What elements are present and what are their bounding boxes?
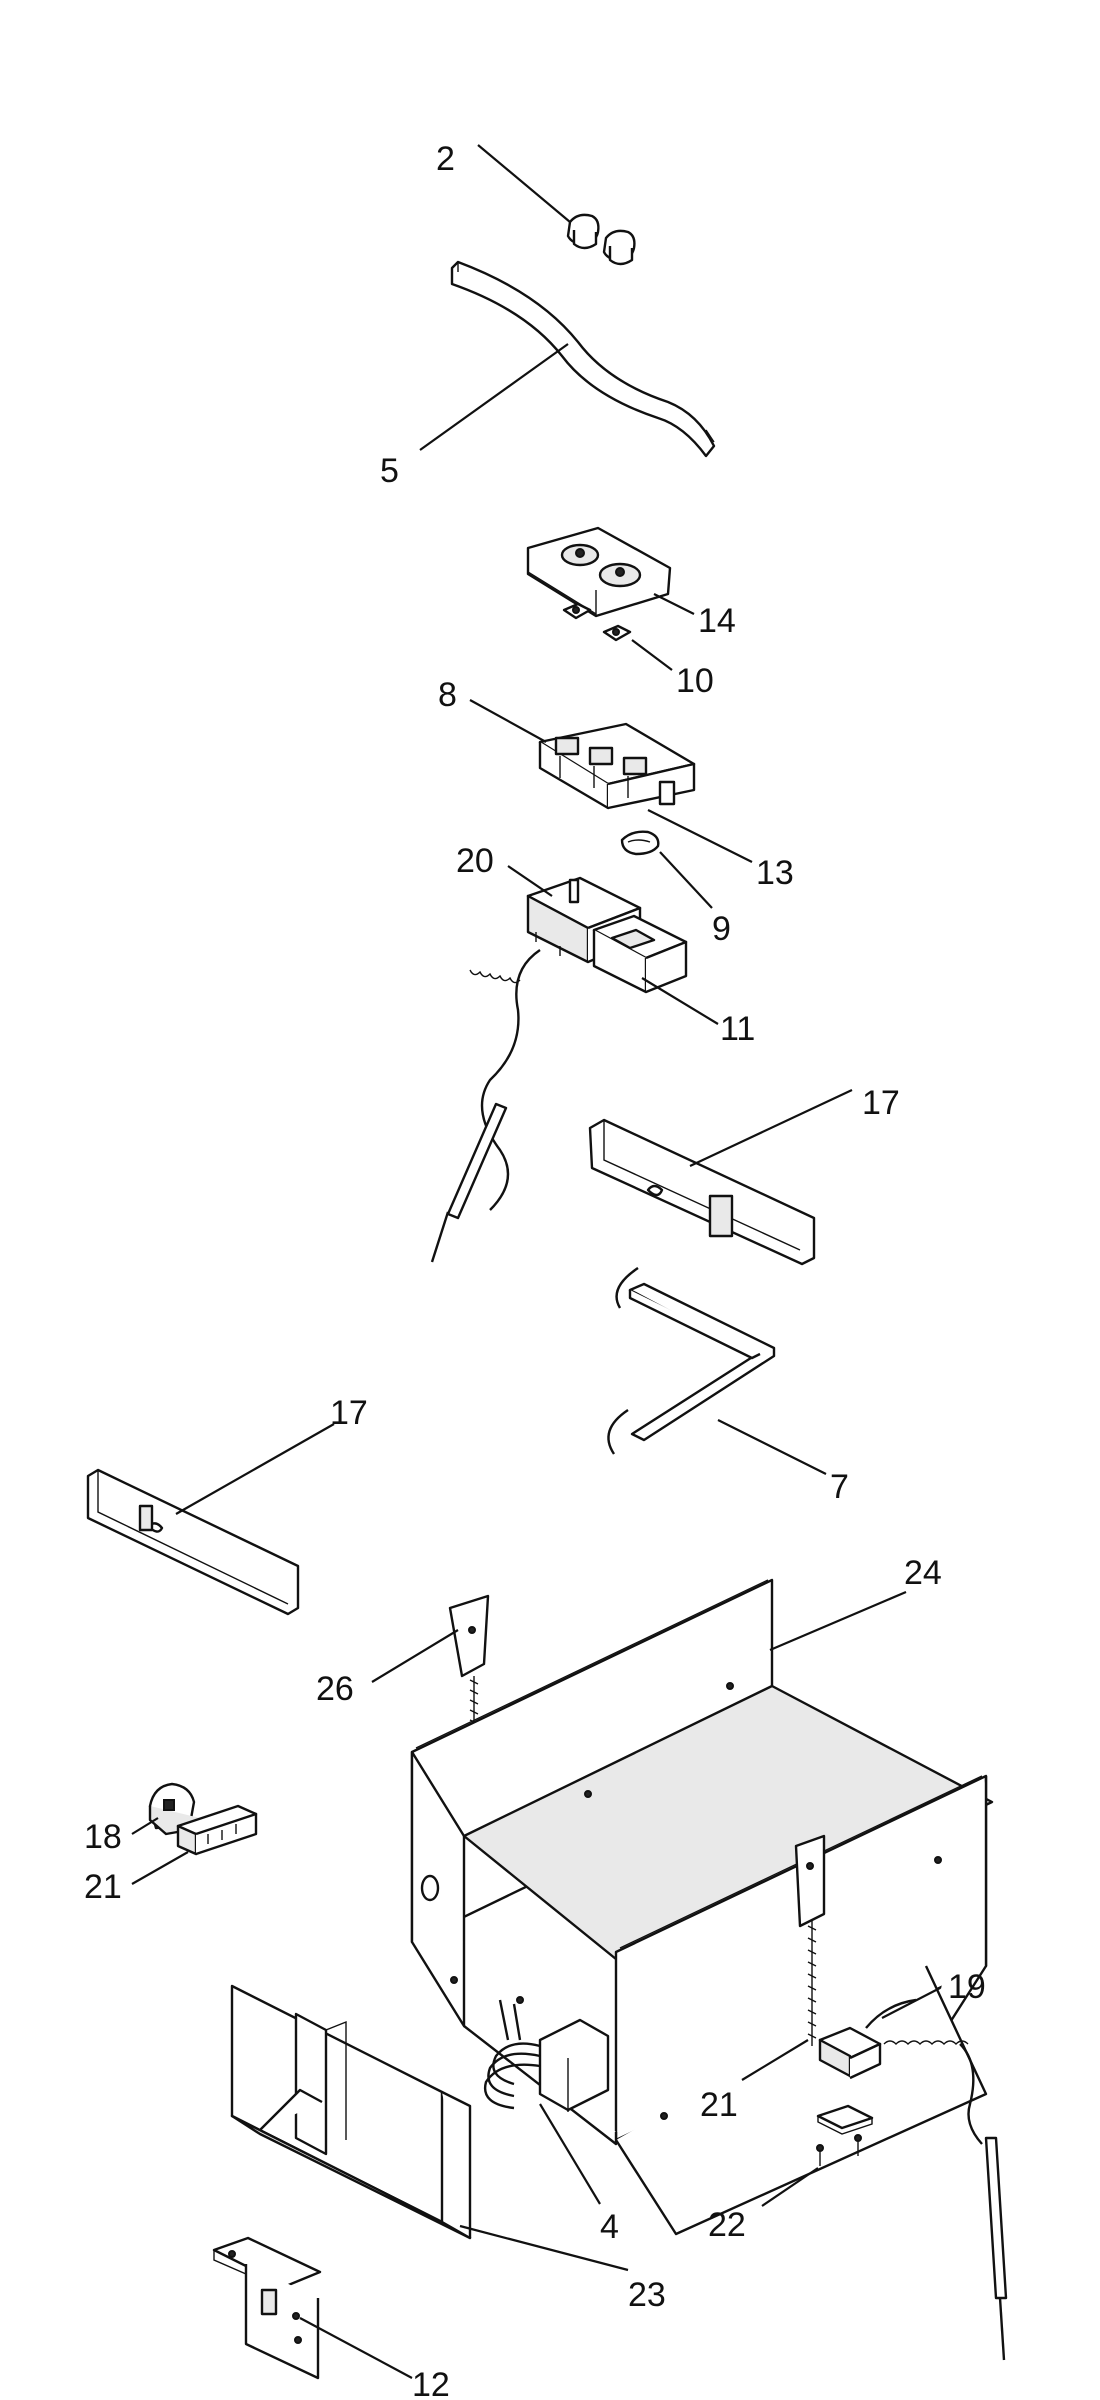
leader-12 bbox=[299, 2317, 413, 2379]
sensor-probe bbox=[430, 949, 541, 1263]
callout-17b: 17 bbox=[330, 1394, 368, 1432]
callout-10: 10 bbox=[676, 662, 714, 700]
callout-27: 21 bbox=[700, 2086, 738, 2124]
callout-9: 9 bbox=[712, 910, 731, 948]
part-4-harness bbox=[483, 1999, 610, 2112]
leader-27 bbox=[741, 2039, 809, 2081]
leader-19 bbox=[131, 1817, 159, 1835]
part-14-switch-plate bbox=[526, 526, 672, 618]
part-23-bezel bbox=[230, 1984, 472, 2240]
leader-10 bbox=[631, 639, 673, 671]
part-12-mounting-bracket bbox=[212, 2236, 322, 2380]
leader-9 bbox=[659, 851, 713, 909]
callout-20: 20 bbox=[456, 842, 494, 880]
part-11-relay bbox=[592, 914, 688, 994]
leader-21 bbox=[881, 1987, 941, 2019]
part-19-switch bbox=[148, 1782, 202, 1836]
part-17-upper-bracket bbox=[588, 1118, 816, 1266]
callout-7: 7 bbox=[830, 1468, 849, 1506]
leader-24 bbox=[769, 1590, 907, 1652]
leader-17b bbox=[175, 1423, 335, 1515]
part-5-trim-bar bbox=[450, 260, 716, 458]
leader-23 bbox=[459, 2224, 629, 2272]
part-9-cap bbox=[620, 830, 660, 856]
part-13-switch-block bbox=[538, 722, 696, 810]
leader-8 bbox=[469, 699, 547, 743]
part-10-clips bbox=[562, 602, 632, 642]
leader-17a bbox=[689, 1089, 853, 1167]
callout-23: 23 bbox=[628, 2276, 666, 2314]
callout-4: 4 bbox=[600, 2208, 619, 2246]
callout-26: 26 bbox=[316, 1670, 354, 1708]
callout-14: 14 bbox=[698, 602, 736, 640]
leader-5 bbox=[419, 343, 569, 451]
leader-14 bbox=[653, 593, 695, 615]
callout-19: 18 bbox=[84, 1818, 122, 1856]
leader-2 bbox=[477, 144, 571, 223]
leader-13 bbox=[647, 809, 753, 863]
part-24-housing bbox=[410, 1578, 994, 2236]
callout-5: 5 bbox=[380, 452, 399, 490]
callout-21: 19 bbox=[948, 1968, 986, 2006]
part-18-terminal-block bbox=[176, 1804, 258, 1856]
leader-4 bbox=[539, 2103, 601, 2205]
leader-18 bbox=[131, 1851, 189, 1885]
callout-17a: 17 bbox=[862, 1084, 900, 1122]
callout-18: 21 bbox=[84, 1868, 122, 1906]
part-17-lower-bracket bbox=[86, 1468, 300, 1616]
callout-11: 11 bbox=[720, 1010, 755, 1048]
leader-20 bbox=[507, 865, 553, 897]
part-22-plate bbox=[816, 2104, 874, 2166]
leader-11 bbox=[641, 977, 719, 1025]
callout-24: 24 bbox=[904, 1554, 942, 1592]
part-2-knobs bbox=[566, 213, 636, 266]
callout-13: 13 bbox=[756, 854, 794, 892]
callout-12: 12 bbox=[412, 2366, 450, 2400]
part-27-bracket bbox=[794, 1834, 826, 2046]
leader-7 bbox=[717, 1419, 827, 1475]
leader-26 bbox=[371, 1629, 459, 1683]
part-26-bracket bbox=[448, 1594, 490, 1736]
callout-8: 8 bbox=[438, 676, 457, 714]
leader-22 bbox=[761, 2167, 819, 2207]
callout-2: 2 bbox=[436, 140, 455, 178]
part-21-sensor bbox=[818, 1998, 1008, 2361]
callout-22: 22 bbox=[708, 2206, 746, 2244]
part-7-gasket bbox=[607, 1267, 776, 1455]
